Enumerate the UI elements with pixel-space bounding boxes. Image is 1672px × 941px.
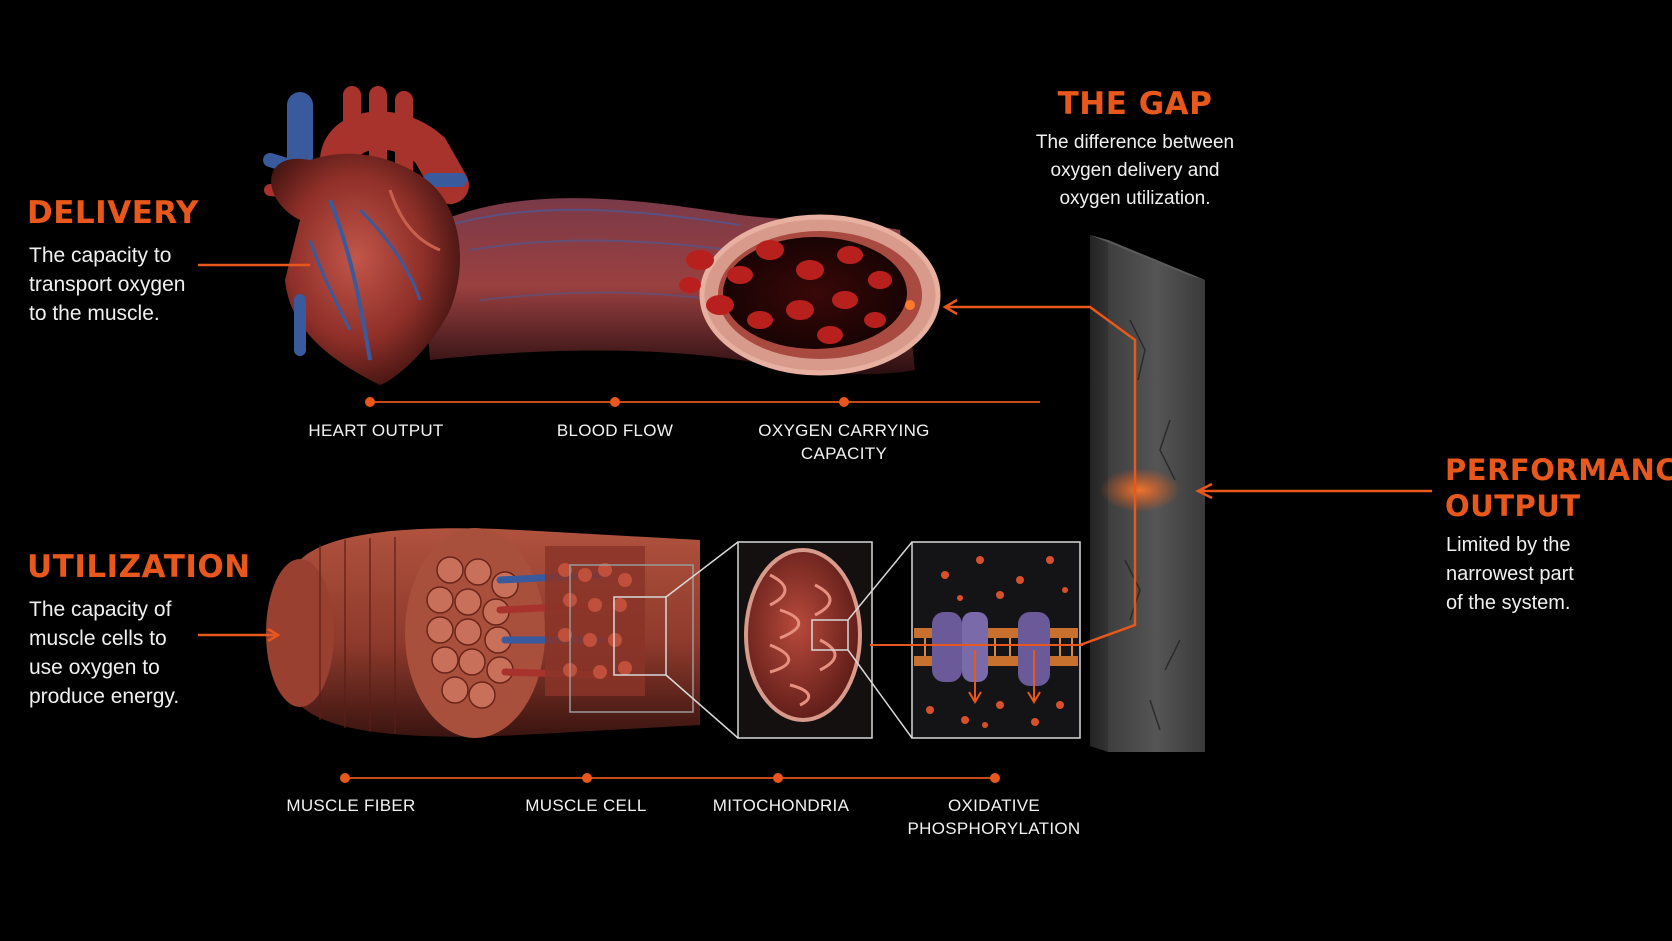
delivery-description: The capacity to transport oxygen to the … bbox=[29, 241, 185, 328]
utilization-line: The capacity of bbox=[29, 598, 172, 621]
gap-description: The difference between oxygen delivery a… bbox=[1000, 129, 1270, 213]
muscle-fiber-illustration bbox=[266, 528, 700, 738]
step-label-line: CAPACITY bbox=[800, 444, 888, 463]
step-label-heart-output: HEART OUTPUT bbox=[276, 419, 476, 442]
gap-line: oxygen delivery and bbox=[1050, 160, 1220, 181]
step-label-blood-flow: BLOOD FLOW bbox=[515, 419, 715, 442]
performance-title-line: OUTPUT bbox=[1445, 489, 1581, 523]
step-label-line: MITOCHONDRIA bbox=[712, 796, 850, 815]
utilization-title: UTILIZATION bbox=[27, 549, 251, 585]
delivery-line: The capacity to bbox=[29, 244, 172, 267]
delivery-timeline bbox=[365, 397, 1040, 407]
connector-glow-dot bbox=[905, 300, 915, 310]
connector-lines bbox=[198, 263, 1432, 647]
step-label-oxygen-carrying-capacity: OXYGEN CARRYING CAPACITY bbox=[724, 419, 964, 465]
step-label-line: OXYGEN CARRYING bbox=[758, 421, 930, 440]
utilization-line: use oxygen to bbox=[29, 656, 160, 679]
step-label-line: MUSCLE FIBER bbox=[286, 796, 416, 815]
step-label-oxidative-phosphorylation: OXIDATIVE PHOSPHORYLATION bbox=[874, 794, 1114, 840]
gap-line: oxygen utilization. bbox=[1059, 188, 1211, 209]
bottleneck-wall-illustration bbox=[1090, 235, 1205, 752]
zoom-frame-muscle-cell bbox=[569, 541, 739, 739]
step-label-muscle-cell: MUSCLE CELL bbox=[486, 794, 686, 817]
utilization-timeline bbox=[340, 773, 1000, 783]
step-label-muscle-fiber: MUSCLE FIBER bbox=[251, 794, 451, 817]
blood-vessel-illustration bbox=[420, 198, 941, 376]
step-label-line: PHOSPHORYLATION bbox=[907, 819, 1081, 838]
step-label-mitochondria: MITOCHONDRIA bbox=[681, 794, 881, 817]
utilization-description: The capacity of muscle cells to use oxyg… bbox=[29, 595, 179, 711]
gap-title: THE GAP bbox=[1057, 86, 1213, 122]
heart-illustration bbox=[263, 86, 469, 385]
membrane-illustration bbox=[914, 556, 1078, 728]
step-label-line: MUSCLE CELL bbox=[525, 796, 647, 815]
step-label-line: BLOOD FLOW bbox=[556, 421, 674, 440]
step-label-line: HEART OUTPUT bbox=[308, 421, 444, 440]
delivery-line: to the muscle. bbox=[29, 302, 160, 325]
performance-line: Limited by the bbox=[1446, 534, 1571, 556]
performance-line: narrowest part bbox=[1446, 563, 1574, 585]
performance-line: of the system. bbox=[1446, 592, 1571, 614]
mitochondria-illustration bbox=[744, 541, 913, 739]
performance-title-line: PERFORMANCE bbox=[1445, 453, 1672, 487]
utilization-line: muscle cells to bbox=[29, 627, 167, 650]
performance-description: Limited by the narrowest part of the sys… bbox=[1446, 531, 1574, 618]
gap-line: The difference between bbox=[1035, 132, 1235, 153]
performance-title: PERFORMANCE OUTPUT bbox=[1445, 452, 1672, 524]
delivery-line: transport oxygen bbox=[29, 273, 186, 296]
utilization-line: produce energy. bbox=[29, 685, 180, 708]
delivery-title: DELIVERY bbox=[27, 195, 199, 231]
step-label-line: OXIDATIVE bbox=[947, 796, 1041, 815]
